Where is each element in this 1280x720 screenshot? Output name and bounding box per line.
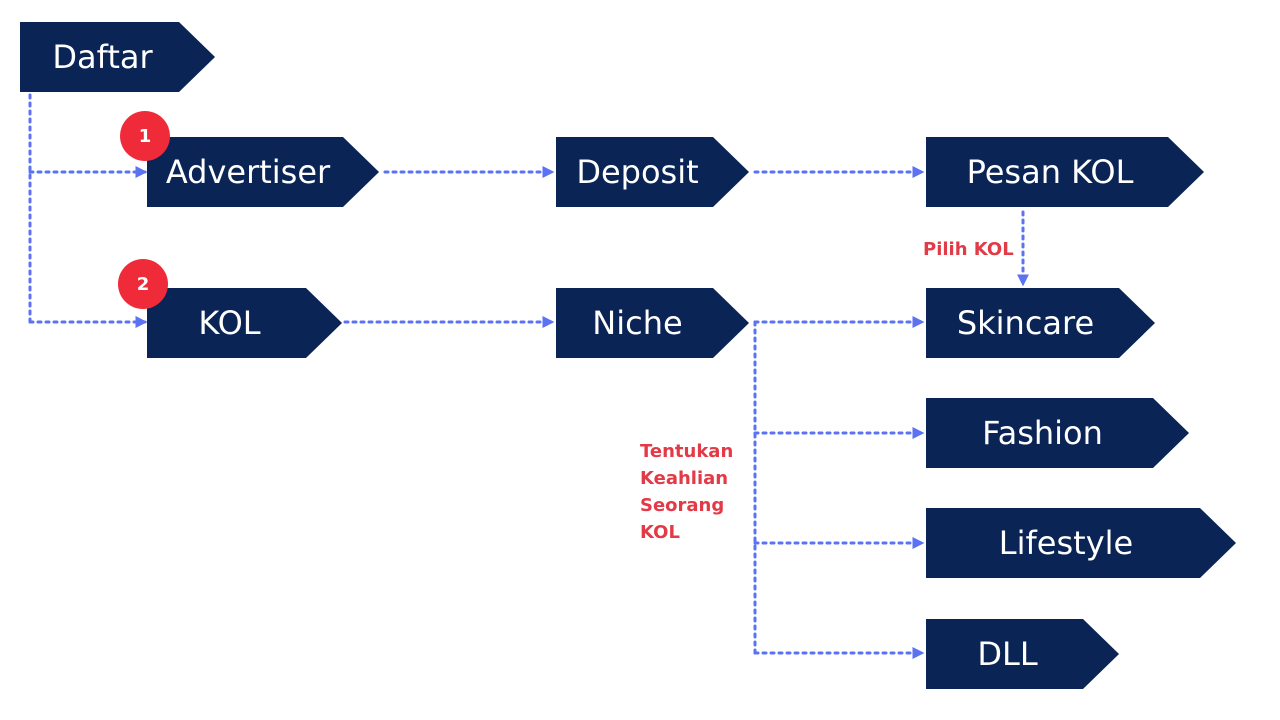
node-pesan-kol: Pesan KOL bbox=[926, 137, 1204, 207]
node-daftar: Daftar bbox=[20, 22, 215, 92]
node-deposit: Deposit bbox=[556, 137, 749, 207]
node-advertiser: Advertiser bbox=[147, 137, 379, 207]
node-dll: DLL bbox=[926, 619, 1119, 689]
note-tentukan-keahlian: Tentukan Keahlian Seorang KOL bbox=[640, 441, 734, 543]
node-lifestyle: Lifestyle bbox=[926, 508, 1236, 578]
node-niche: Niche bbox=[556, 288, 749, 358]
note-pilih-kol: Pilih KOL bbox=[923, 239, 1014, 260]
node-kol: KOL bbox=[147, 288, 342, 358]
node-skincare: Skincare bbox=[926, 288, 1155, 358]
badge-advertiser-step: 1 bbox=[120, 111, 170, 161]
node-fashion: Fashion bbox=[926, 398, 1189, 468]
badge-kol-step: 2 bbox=[118, 259, 168, 309]
